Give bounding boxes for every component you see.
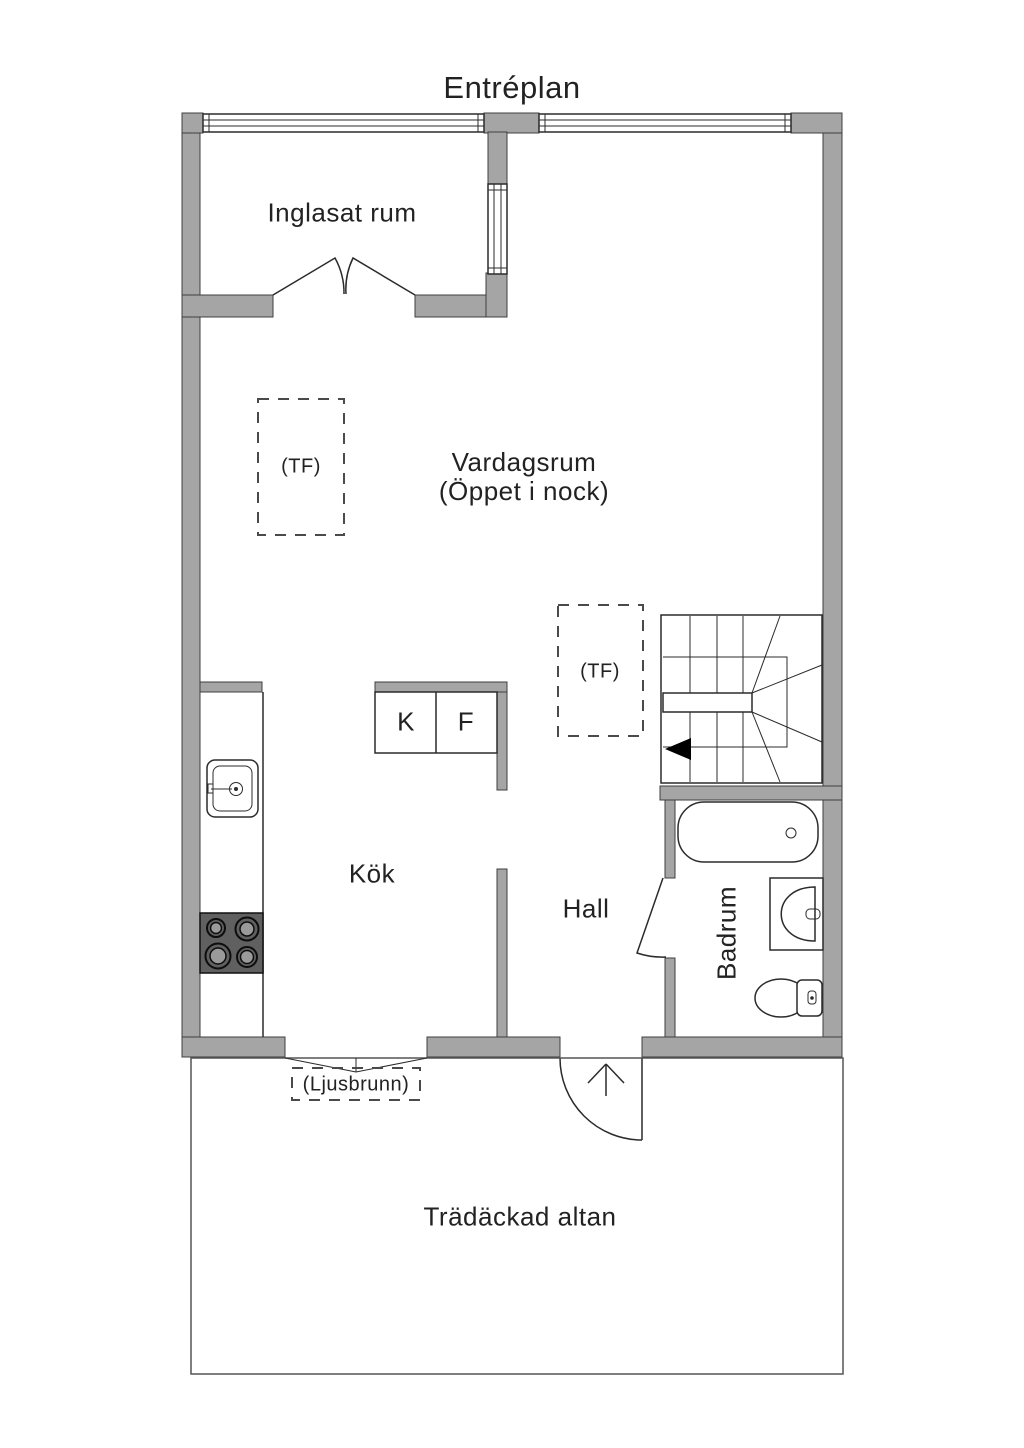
wall-bathroom-top: [659, 785, 843, 801]
vardagsrum-main-label: Vardagsrum: [451, 447, 597, 477]
dashed-annotations: [257, 398, 644, 1101]
stove-burners: [204, 916, 260, 970]
window-top-right: [538, 113, 792, 133]
ljusbrunn-box: [291, 1067, 421, 1101]
room-label-inglasat: Inglasat rum: [267, 197, 417, 228]
wall-top-center-pier: [483, 112, 540, 134]
kitchen-sink: [206, 759, 259, 818]
inglasat-double-door-left-leaf: [272, 256, 345, 296]
toilet: [754, 978, 823, 1018]
room-label-kok: Kök: [348, 858, 396, 889]
plan-title: Entréplan: [443, 70, 581, 105]
room-label-altan: Trädäckad altan: [423, 1201, 617, 1232]
kitchen-fixtures: [199, 691, 498, 1037]
bathroom-door: [636, 877, 667, 958]
wall-left: [181, 112, 201, 1058]
window-top-left: [202, 113, 485, 133]
wall-kf-top-bar: [374, 681, 508, 693]
stair-landing: [662, 692, 753, 713]
appliance-label-kyl: K: [397, 706, 415, 737]
wall-inglasat-bottom-left: [181, 294, 274, 318]
stove: [199, 912, 264, 974]
tf-box-2: [557, 604, 644, 737]
washbasin: [769, 877, 824, 951]
wall-inglasat-corner-pier: [485, 272, 508, 318]
room-label-hall: Hall: [562, 893, 610, 924]
ljusbrunn-window: [284, 1057, 428, 1073]
wall-top-right-corner: [790, 112, 843, 134]
room-label-badrum: Badrum: [711, 885, 742, 981]
annotation-ljusbrunn: (Ljusbrunn): [302, 1073, 410, 1096]
wall-bathroom-left-upper: [664, 799, 676, 879]
wall-divider-upper: [487, 131, 508, 185]
wall-kok-hall-partition: [496, 868, 508, 1038]
window-inglasat-divider: [487, 183, 508, 275]
deck-and-entrance: [190, 1057, 844, 1375]
fridge-freezer-unit: [374, 691, 498, 754]
wall-right: [822, 112, 843, 1058]
inglasat-double-door-right-leaf: [345, 256, 416, 296]
tf-box-1: [257, 398, 345, 536]
wall-bottom-left: [181, 1036, 286, 1058]
wall-bathroom-left-lower: [664, 957, 676, 1038]
wall-bottom-middle: [426, 1036, 561, 1058]
walls: [181, 112, 843, 1058]
entrance-arrow: [587, 1063, 625, 1096]
room-label-vardagsrum: Vardagsrum (Öppet i nock): [439, 448, 609, 506]
wall-bottom-right: [641, 1036, 843, 1058]
entrance-door: [559, 1057, 643, 1141]
wall-top-left-corner: [181, 112, 204, 134]
doors: [272, 256, 667, 1141]
staircase: [660, 614, 823, 784]
wall-kf-right-limb: [496, 691, 508, 791]
annotation-tf-2: (TF): [580, 660, 620, 683]
deck-outline: [190, 1057, 844, 1375]
annotation-tf-1: (TF): [281, 455, 321, 478]
wall-inglasat-bottom-right: [414, 294, 487, 318]
bathroom-fixtures: [677, 801, 824, 1018]
appliance-label-frys: F: [457, 706, 475, 737]
wall-kitchen-stub: [199, 681, 263, 693]
stair-direction-arrow: [665, 738, 691, 760]
windows: [202, 113, 792, 275]
bathtub: [677, 801, 819, 863]
vardagsrum-sub-label: (Öppet i nock): [438, 476, 610, 506]
